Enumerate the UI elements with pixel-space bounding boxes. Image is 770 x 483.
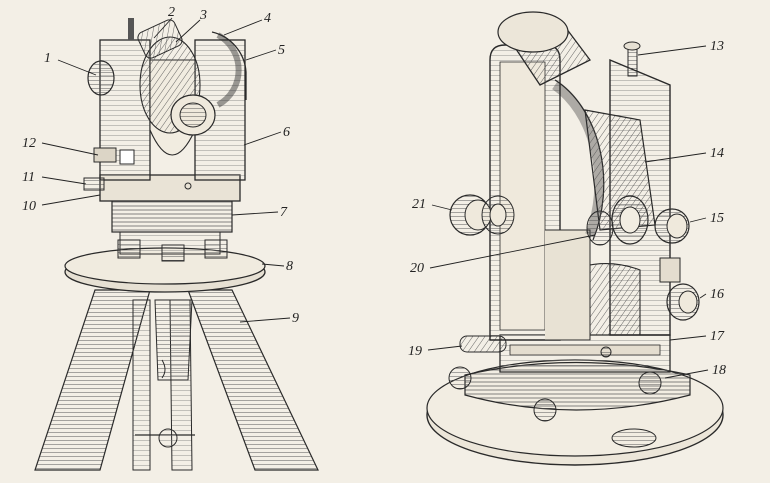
callout-1: 1 bbox=[44, 51, 51, 66]
callout-4: 4 bbox=[264, 11, 271, 26]
right-theodolite-drawing bbox=[426, 11, 724, 466]
callout-19: 19 bbox=[408, 344, 422, 359]
callout-14: 14 bbox=[710, 146, 724, 161]
callout-6: 6 bbox=[283, 125, 290, 140]
callout-13: 13 bbox=[710, 39, 724, 54]
callout-9: 9 bbox=[292, 311, 299, 326]
callout-8: 8 bbox=[286, 259, 293, 274]
callout-17: 17 bbox=[710, 329, 725, 344]
knobs bbox=[449, 41, 700, 321]
tripod-legs bbox=[34, 289, 319, 471]
callout-7: 7 bbox=[280, 205, 288, 220]
right-leader-lines bbox=[427, 45, 709, 379]
callout-2: 2 bbox=[168, 5, 175, 20]
callout-3: 3 bbox=[199, 8, 207, 23]
callout-12: 12 bbox=[22, 136, 36, 151]
callout-21: 21 bbox=[412, 197, 426, 212]
leveling-base bbox=[111, 199, 233, 262]
left-theodolite-drawing bbox=[34, 17, 319, 471]
callout-18: 18 bbox=[712, 363, 726, 378]
callout-15: 15 bbox=[710, 211, 724, 226]
callout-16: 16 bbox=[710, 287, 724, 302]
callout-10: 10 bbox=[22, 199, 36, 214]
callout-20: 20 bbox=[410, 261, 424, 276]
left-leader-lines bbox=[41, 17, 291, 323]
alidade-body bbox=[83, 18, 247, 202]
callout-11: 11 bbox=[22, 170, 35, 185]
callout-5: 5 bbox=[278, 43, 285, 58]
telescope bbox=[497, 11, 656, 246]
callout-labels: 1 2 3 4 5 6 7 8 9 10 11 12 13 14 15 16 1… bbox=[22, 5, 726, 378]
tribrach bbox=[448, 361, 691, 422]
